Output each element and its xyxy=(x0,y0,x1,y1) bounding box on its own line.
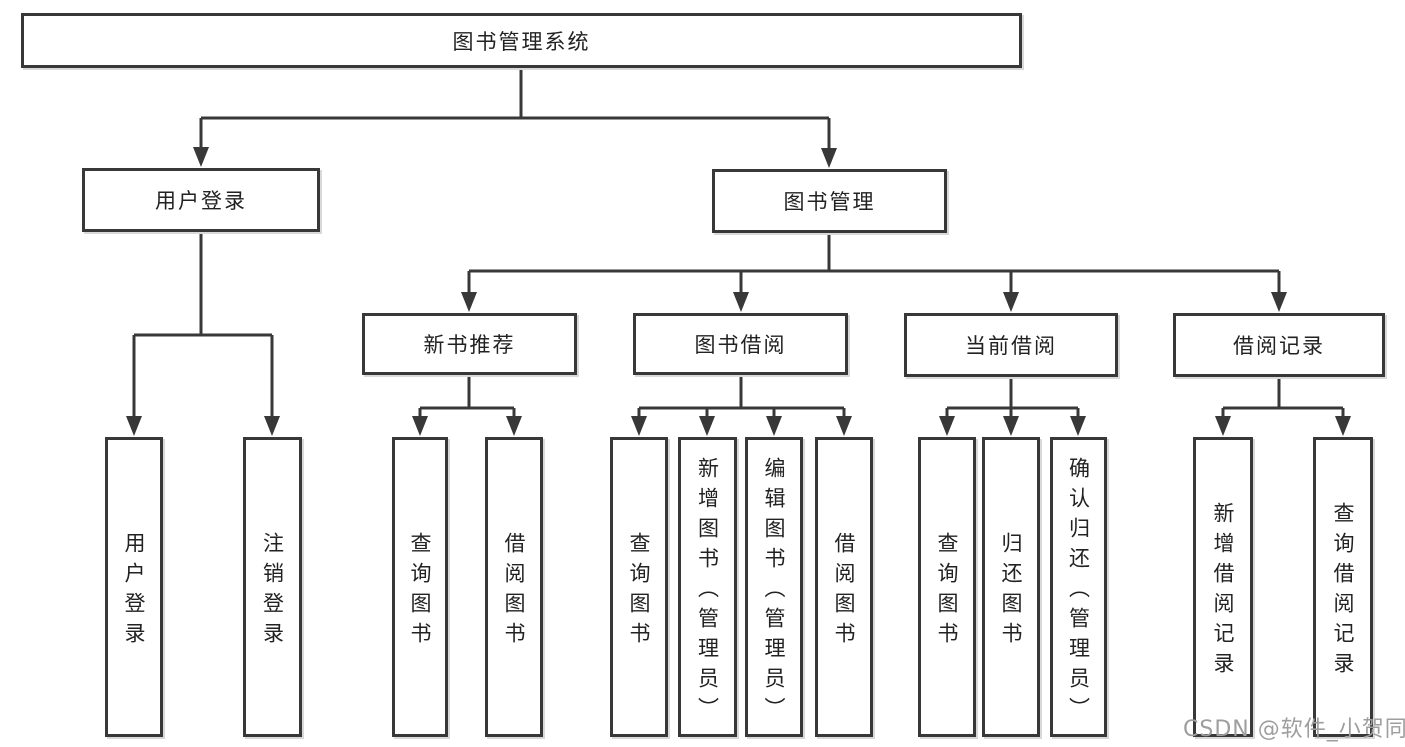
connector-borrowing-records-to-leaves xyxy=(1221,377,1345,420)
node-label: 查询借阅记录 xyxy=(1331,501,1355,682)
arrowhead-down-icon xyxy=(699,416,715,436)
node-root-library-management-system: 图书管理系统 xyxy=(21,13,1022,68)
arrowhead-down-icon xyxy=(126,416,142,436)
node-book-borrowing: 图书借阅 xyxy=(633,313,848,375)
leaf-query-books-borrowing: 查询图书 xyxy=(610,437,668,737)
connector-root-to-level2 xyxy=(199,68,831,150)
node-label: 当前借阅 xyxy=(965,334,1057,358)
leaf-user-login: 用户登录 xyxy=(105,437,163,737)
connector-current-borrowing-to-leaves xyxy=(945,377,1080,420)
arrowhead-down-icon xyxy=(1070,416,1086,436)
arrowhead-down-icon xyxy=(1003,416,1019,436)
leaf-add-books-admin: 新增图书（管理员） xyxy=(678,437,737,737)
leaf-return-books: 归还图书 xyxy=(982,437,1040,737)
leaf-borrow-books-recommend: 借阅图书 xyxy=(485,437,543,737)
arrowhead-down-icon xyxy=(506,416,522,436)
arrowhead-down-icon xyxy=(939,416,955,436)
arrowhead-down-icon xyxy=(733,292,749,312)
arrowhead-down-icon xyxy=(461,292,477,312)
node-label: 查询图书 xyxy=(408,531,432,652)
arrowhead-down-icon xyxy=(1003,292,1019,312)
arrowhead-down-icon xyxy=(766,416,782,436)
node-label: 借阅图书 xyxy=(832,531,856,652)
node-label: 借阅记录 xyxy=(1233,334,1325,358)
connector-user-login-to-leaves xyxy=(132,232,274,420)
node-label: 新增图书（管理员） xyxy=(695,456,720,727)
node-label: 图书管理 xyxy=(783,190,876,214)
node-label: 图书借阅 xyxy=(694,333,787,357)
node-user-login: 用户登录 xyxy=(82,168,320,232)
leaf-query-books-recommend: 查询图书 xyxy=(392,437,448,737)
node-label: 用户登录 xyxy=(122,531,146,652)
node-borrowing-records: 借阅记录 xyxy=(1173,313,1385,377)
leaf-edit-books-admin: 编辑图书（管理员） xyxy=(745,437,803,737)
csdn-watermark: CSDN @软件_小贺同学 xyxy=(1183,717,1405,742)
leaf-confirm-return-admin: 确认归还（管理员） xyxy=(1050,437,1107,737)
arrowhead-down-icon xyxy=(836,416,852,436)
node-label: 编辑图书（管理员） xyxy=(762,456,786,727)
node-label: 用户登录 xyxy=(155,189,247,213)
arrowhead-down-icon xyxy=(1215,416,1231,436)
leaf-add-borrow-record: 新增借阅记录 xyxy=(1193,437,1253,737)
arrowhead-down-icon xyxy=(631,416,647,436)
node-label: 查询图书 xyxy=(935,531,959,652)
leaf-query-books-current: 查询图书 xyxy=(918,437,976,737)
connector-book-borrowing-to-leaves xyxy=(637,375,846,420)
arrowhead-down-icon xyxy=(412,416,428,436)
connector-book-management-to-level3 xyxy=(467,233,1281,296)
arrowhead-down-icon xyxy=(1335,416,1351,436)
node-book-management: 图书管理 xyxy=(712,169,947,233)
node-label: 新增借阅记录 xyxy=(1211,501,1235,682)
node-label: 查询图书 xyxy=(627,531,651,652)
node-label: 新书推荐 xyxy=(423,333,516,357)
leaf-logout: 注销登录 xyxy=(243,437,302,737)
arrowhead-down-icon xyxy=(264,416,280,436)
node-label: 图书管理系统 xyxy=(452,29,591,54)
connector-new-book-recommend-to-leaves xyxy=(418,375,516,420)
arrowhead-down-icon xyxy=(193,147,209,167)
leaf-borrow-books: 借阅图书 xyxy=(815,437,873,737)
node-label: 注销登录 xyxy=(260,531,285,652)
node-label: 确认归还（管理员） xyxy=(1066,456,1091,727)
arrowhead-down-icon xyxy=(1271,292,1287,312)
node-current-borrowing: 当前借阅 xyxy=(904,313,1118,377)
node-label: 归还图书 xyxy=(999,531,1023,652)
leaf-query-borrow-record: 查询借阅记录 xyxy=(1313,437,1373,737)
node-new-book-recommend: 新书推荐 xyxy=(362,313,577,375)
arrowhead-down-icon xyxy=(821,148,837,168)
node-label: 借阅图书 xyxy=(502,531,526,652)
